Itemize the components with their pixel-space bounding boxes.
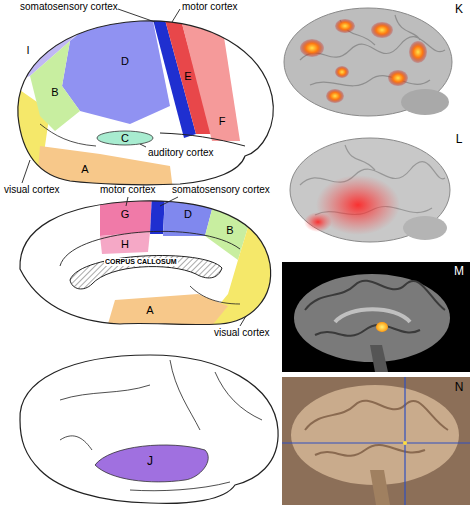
brainstem [370,345,388,372]
leader-line [240,316,246,326]
region-letter: A [81,163,88,176]
cerebellum [403,216,447,240]
area-label: visual cortex [214,327,270,339]
panel-k [284,8,452,116]
somatosensory-strip [150,194,165,234]
sulci [305,281,445,336]
brain-outline [20,201,271,325]
region-d [62,16,170,124]
leader-line [22,160,30,183]
panel-letter: M [454,265,464,279]
medial-brain [0,184,290,344]
sulcus [160,133,245,146]
sulcus [215,372,262,420]
sulcus [60,436,92,450]
sulcus [130,482,230,491]
corpus-callosum [335,309,410,322]
area-label: somatosensory cortex [20,1,118,13]
panel-l [290,138,450,242]
insula-region [95,445,208,482]
activation-blob [371,22,393,38]
activation-blob [335,19,355,33]
region-letter: H [121,238,129,251]
brain-outline [20,355,278,503]
insula-brain [20,355,278,503]
region-b [30,41,80,131]
region-g [100,194,152,236]
brain-outline [18,21,273,185]
brainstem [370,470,390,505]
lateral-brain [0,6,290,206]
brain-ground [0,184,290,344]
rendered-brain [284,8,452,116]
region-a [105,294,228,334]
mri-ground [282,377,470,505]
activation-blob [388,70,408,86]
area-label: visual cortex [4,184,60,196]
activation-blob [376,322,388,332]
target-dot [403,441,407,445]
corpus-callosum [70,256,222,289]
panel-n [282,377,470,505]
gyri [300,15,445,86]
activation-blob [326,89,344,103]
panel-letter: N [455,381,464,395]
sulcus [40,124,96,146]
region-letter: B [226,224,233,237]
region-letter: D [121,55,129,68]
activation-blob [304,212,332,232]
sulcus [60,231,240,266]
region-letter: B [51,86,58,99]
region-letter: G [121,208,130,221]
sulcus [170,360,200,430]
panel-m [282,262,470,372]
region-c [97,131,153,145]
area-label: motor cortex [100,184,156,196]
region-letter: D [184,208,192,221]
activation-blob [409,41,427,63]
crosshair [282,442,470,443]
region-h [100,232,150,254]
region-letter: F [219,115,226,128]
activation-blob [300,39,324,57]
mri-ground [282,262,470,372]
region-letter: I [26,44,29,57]
area-label: somatosensory cortex [172,184,270,196]
leader-line [118,9,155,22]
leader-line [172,9,180,22]
leader-line [140,144,146,147]
region-letter: A [146,304,153,317]
area-label: auditory cortex [148,147,214,159]
region-f [180,16,240,141]
panel-letter: K [455,3,463,17]
region-letter: J [147,455,153,469]
sulci [305,401,448,456]
panel-letter: L [456,133,463,147]
rendered-brain [290,138,450,242]
region-letter: E [184,70,191,83]
cerebellum [401,89,449,115]
region-letter: C [121,132,129,145]
structure-label: CORPUS CALLOSUM [104,258,178,266]
leader-line [160,197,178,206]
brain-ground [0,6,290,206]
sulcus [60,385,150,400]
leader-line [126,197,128,206]
activation-blob [335,66,349,78]
area-label: motor cortex [182,1,238,13]
sulcus [190,286,240,304]
